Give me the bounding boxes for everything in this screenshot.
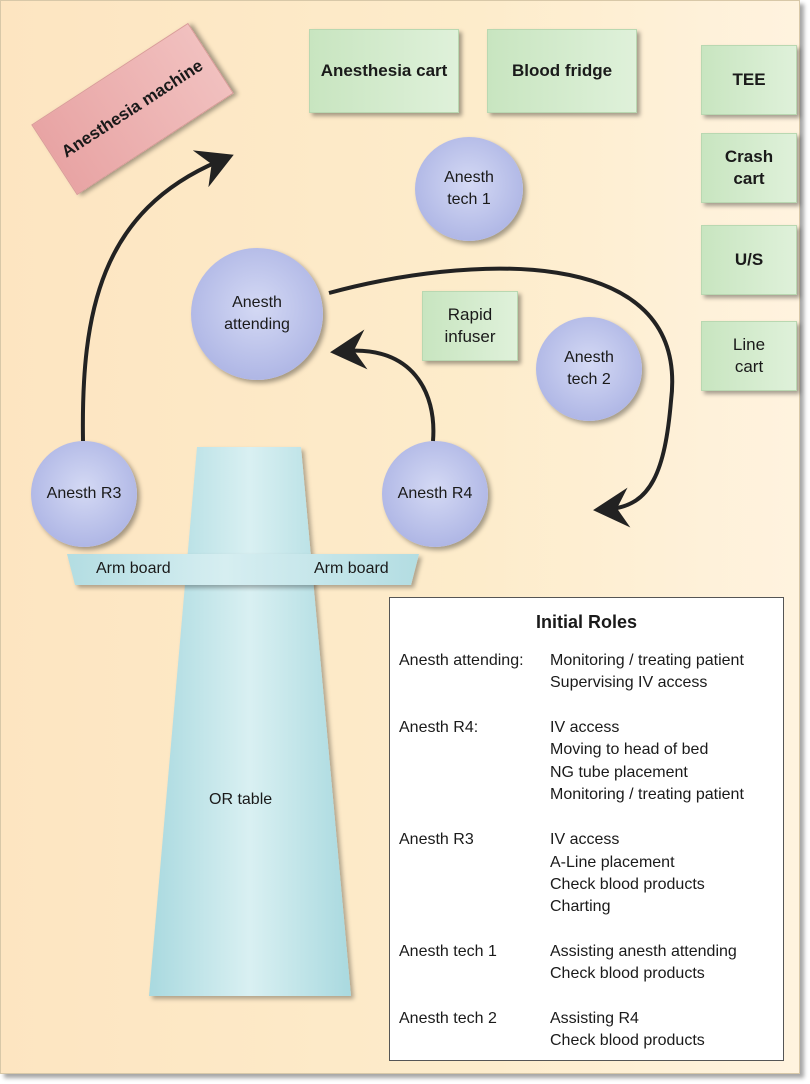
anesth-r4: Anesth R4	[382, 441, 488, 547]
anesth-tech-2-label-2: tech 2	[567, 371, 611, 388]
anesth-tech-1-label-1: Anesth	[444, 169, 494, 186]
role-tech-1: Anesth tech 1	[399, 943, 497, 960]
anesthesia-cart: Anesthesia cart	[309, 29, 459, 113]
role-r4-task: Monitoring / treating patient	[550, 786, 744, 803]
or-table-shape	[67, 447, 419, 996]
line-cart-label-2: cart	[734, 357, 764, 376]
anesth-r4-label: Anesth R4	[397, 485, 473, 502]
anesth-tech-1-label-2: tech 1	[447, 191, 491, 208]
role-tech-2-task: Assisting R4	[550, 1010, 639, 1027]
or-table-label: OR table	[209, 791, 273, 808]
role-tech-1-task: Check blood products	[550, 965, 705, 982]
role-r3: Anesth R3	[399, 831, 474, 848]
arrow-attending-to-r4-side	[328, 266, 675, 528]
tee: TEE	[701, 45, 797, 115]
crash-cart-label-1: Crash	[724, 147, 774, 166]
role-r4-task: NG tube placement	[550, 764, 688, 781]
movement-arrows	[80, 150, 675, 528]
role-tech-2: Anesth tech 2	[399, 1010, 497, 1027]
crash-cart: Crash cart	[701, 133, 797, 203]
role-r4: Anesth R4:	[399, 719, 479, 736]
initial-roles-title: Initial Roles	[535, 612, 638, 632]
anesth-tech-1: Anesth tech 1	[415, 137, 523, 241]
role-tech-2-task: Check blood products	[550, 1032, 705, 1049]
role-r4-task: IV access	[550, 719, 620, 736]
initial-roles-panel: Initial Roles Anesth attending: Monitori…	[389, 597, 784, 1061]
anesth-attending-label-1: Anesth	[232, 294, 282, 311]
arm-board-left-label: Arm board	[96, 560, 171, 577]
rapid-infuser-label-2: infuser	[444, 327, 496, 346]
blood-fridge: Blood fridge	[487, 29, 637, 113]
arrow-r4-to-head	[330, 329, 436, 442]
anesth-tech-2-label-1: Anesth	[564, 349, 614, 366]
arm-board-right-label: Arm board	[314, 560, 389, 577]
role-attending-task: Supervising IV access	[550, 674, 708, 691]
blood-fridge-label: Blood fridge	[511, 61, 613, 80]
line-cart-label-1: Line	[732, 335, 766, 354]
line-cart: Line cart	[701, 321, 797, 391]
rapid-infuser-label-1: Rapid	[447, 305, 493, 324]
role-attending-task: Monitoring / treating patient	[550, 652, 744, 669]
tee-label: TEE	[732, 70, 766, 89]
role-attending: Anesth attending:	[399, 652, 524, 669]
anesth-r3: Anesth R3	[31, 441, 137, 547]
anesthesia-cart-label: Anesthesia cart	[320, 61, 448, 80]
role-r3-task: IV access	[550, 831, 620, 848]
role-r3-task: Charting	[550, 898, 611, 915]
arrow-r3-to-machine	[80, 150, 234, 442]
role-r3-task: A-Line placement	[550, 854, 675, 871]
ultrasound-label: U/S	[734, 250, 764, 269]
rapid-infuser: Rapid infuser	[422, 291, 518, 361]
anesth-attending-label-2: attending	[224, 316, 290, 333]
role-r4-task: Moving to head of bed	[550, 741, 709, 758]
anesth-attending: Anesth attending	[191, 248, 323, 380]
ultrasound: U/S	[701, 225, 797, 295]
anesth-r3-label: Anesth R3	[46, 485, 122, 502]
role-tech-1-task: Assisting anesth attending	[550, 943, 737, 960]
anesth-tech-2: Anesth tech 2	[536, 317, 642, 421]
role-r3-task: Check blood products	[550, 876, 705, 893]
crash-cart-label-2: cart	[733, 169, 765, 188]
arm-boards	[67, 554, 419, 585]
or-layout-diagram: Anesthesia machine Anesthesia cart Blood…	[0, 0, 800, 1074]
